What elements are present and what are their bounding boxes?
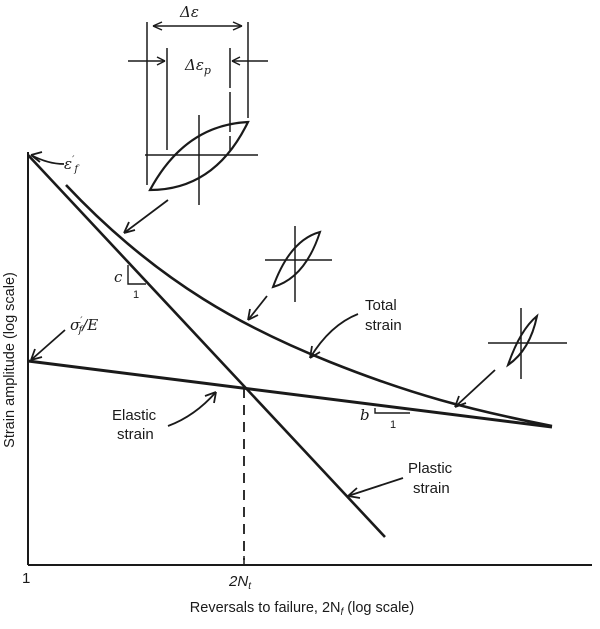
elastic-slope-run: 1 [390, 419, 396, 431]
arrow-icon [347, 477, 404, 497]
hysteresis-loop-large [128, 21, 268, 205]
svg-text:Plastic: Plastic [408, 460, 453, 477]
arrow-icon [167, 391, 217, 427]
arrow-icon [309, 313, 359, 359]
ductility-coefficient-label: ε′f [30, 151, 80, 175]
plastic-slope-run: 1 [133, 289, 139, 301]
plastic-strain-label: Plastic strain [347, 460, 453, 499]
plastic-strain-line [27, 154, 386, 538]
plastic-slope-exponent: c [114, 268, 123, 286]
elastic-slope-exponent: b [360, 406, 370, 424]
svg-text:strain: strain [117, 426, 154, 443]
total-strain-curve [65, 184, 553, 428]
total-strain-label: Total strain [309, 297, 402, 359]
total-strain-range-label: Δε [179, 3, 199, 21]
strength-coefficient-label: σ′f/E [30, 316, 98, 361]
plastic-slope-triangle [127, 265, 146, 285]
x-tick-transition-label: 2Nt [228, 573, 252, 592]
svg-text:Total: Total [365, 297, 397, 314]
svg-text:σ′f/E: σ′f/E [70, 316, 98, 336]
plastic-strain-range-label: Δεp [184, 56, 211, 77]
large-loop-pointer [123, 199, 169, 234]
hysteresis-loop-small [454, 308, 567, 408]
axes [27, 152, 592, 566]
elastic-slope-triangle [374, 408, 410, 414]
elastic-strain-label: Elastic strain [112, 391, 217, 443]
elastic-strain-line [27, 359, 553, 429]
x-tick-start-label: 1 [22, 570, 30, 587]
svg-text:strain: strain [365, 317, 402, 334]
svg-text:Elastic: Elastic [112, 407, 157, 424]
arrow-icon [30, 329, 66, 361]
hysteresis-loop-medium [247, 226, 332, 321]
x-axis-label: Reversals to failure, 2Nf (log scale) [190, 600, 414, 618]
y-axis-label: Strain amplitude (log scale) [2, 272, 18, 448]
svg-text:strain: strain [413, 480, 450, 497]
svg-text:ε′f: ε′f [64, 155, 80, 175]
